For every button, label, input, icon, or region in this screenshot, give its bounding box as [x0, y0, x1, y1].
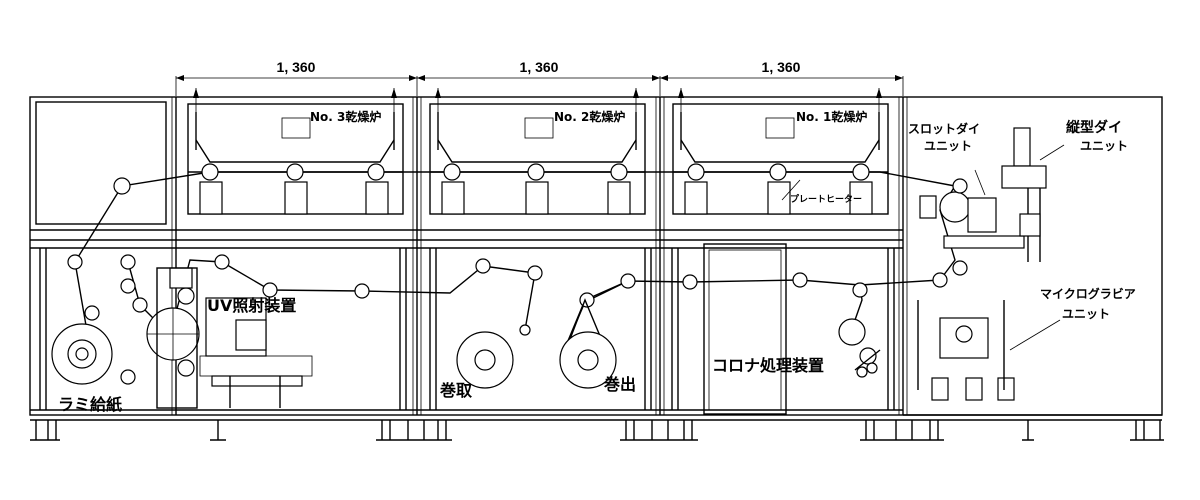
- corona-roll: [838, 318, 881, 378]
- microgravure-label-2: ユニット: [1062, 307, 1110, 321]
- dryer-no3: [187, 88, 404, 215]
- slot-die-label-1: スロットダイ: [908, 121, 980, 136]
- dryer-no2: [429, 88, 646, 215]
- rewind-reel: [456, 331, 514, 389]
- unwind-label: 巻出: [603, 375, 636, 394]
- uv-lamp-unit: [199, 297, 313, 408]
- slot-die-unit: [919, 178, 1025, 249]
- lami-feed-label: ラミ給紙: [58, 395, 122, 414]
- leader-lines: [781, 144, 1065, 351]
- dimension-lines: [175, 75, 904, 96]
- uv-drum: [146, 267, 200, 409]
- dryer-no2-label: No. 2乾燥炉: [554, 109, 625, 124]
- lami-feed-reel: [51, 323, 113, 385]
- microgravure-label-1: マイクログラビア: [1040, 286, 1136, 301]
- dimension-label-2: 1, 360: [520, 59, 559, 75]
- vertical-die-label-1: 縦型ダイ: [1066, 119, 1122, 136]
- microgravure-unit: [917, 300, 1015, 401]
- vertical-die-unit: [1001, 127, 1047, 262]
- machine-frame: [29, 96, 1163, 421]
- rewind-label: 巻取: [439, 381, 472, 400]
- plate-heater-label: プレートヒーター: [790, 193, 862, 205]
- dimension-label-3: 1, 360: [762, 59, 801, 75]
- dimension-label-1: 1, 360: [277, 59, 316, 75]
- uv-label: UV照射装置: [207, 296, 296, 315]
- rollers: [67, 163, 968, 385]
- dryer-no1-label: No. 1乾燥炉: [796, 109, 867, 124]
- corona-label: コロナ処理装置: [712, 356, 824, 375]
- unwind-reel: [559, 298, 617, 389]
- slot-die-label-2: ユニット: [924, 139, 972, 153]
- vertical-die-label-2: ユニット: [1080, 139, 1128, 153]
- corona-unit: [703, 243, 787, 415]
- dryer-no3-label: No. 3乾燥炉: [310, 109, 381, 124]
- leveling-feet: [30, 420, 1164, 441]
